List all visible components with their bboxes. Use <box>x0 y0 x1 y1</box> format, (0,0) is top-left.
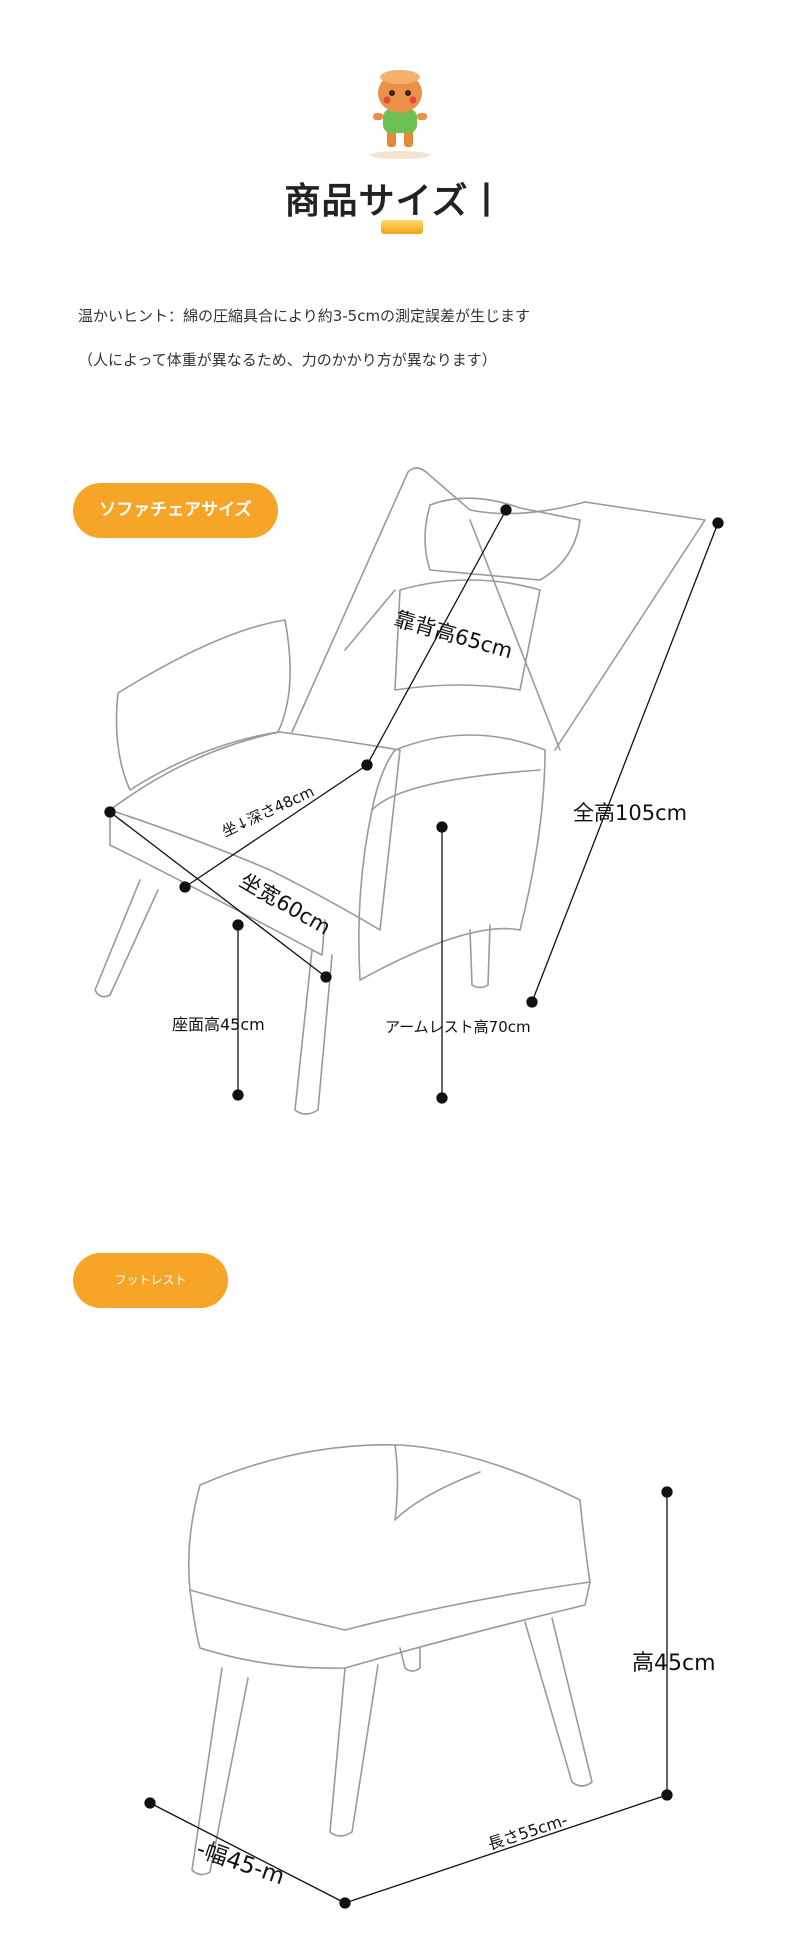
sofa-leg-front-left <box>94 879 159 998</box>
footrest-leg-back-left <box>399 1647 421 1672</box>
sofa-leg-back-right <box>469 924 491 989</box>
footrest-leg-front-right <box>329 1664 379 1837</box>
dim-backrest-label: 靠背高65cm <box>392 607 516 664</box>
sofa-chair-diagram: 靠背高65cm 全高105cm 坐↓深さ48cm 坐宽60cm 座面高45cm … <box>94 467 724 1115</box>
footrest-leg-front-left <box>191 1667 249 1876</box>
footrest-leg-back-right <box>524 1617 593 1787</box>
dim-seat-width-label: 坐宽60cm <box>236 869 335 940</box>
tab-sofa-chair-size[interactable]: ソファチェアサイズ <box>73 483 278 538</box>
footrest-length-label: 長さ55cm- <box>485 1810 569 1854</box>
sofa-backrest <box>291 467 706 751</box>
hint-line-2: （人によって体重が異なるため、力のかかり方が異なります） <box>78 351 497 369</box>
dim-armrest-label: アームレスト高70cm <box>385 1018 531 1036</box>
sofa-leg-front-right <box>294 949 333 1115</box>
sofa-right-armrest <box>358 734 546 981</box>
hint-line-1: 温かいヒント：綿の圧縮具合により約3-5cmの測定誤差が生じます <box>78 307 531 325</box>
footrest-width-label: -幅45-m <box>193 1836 288 1890</box>
footrest-cushion-top <box>187 1444 591 1631</box>
dim-seat-height-label: 座面高45cm <box>172 1015 265 1034</box>
title-underline <box>381 220 423 234</box>
tab-footrest[interactable]: フットレスト <box>73 1253 228 1308</box>
page-title: 商品サイズ丨 <box>284 181 506 222</box>
footrest-height-label: 高45cm <box>632 1651 716 1676</box>
footrest-diagram: 高45cm -幅45-m 長さ55cm- <box>144 1444 716 1909</box>
dim-total-height-label: 全高105cm <box>573 801 687 825</box>
sofa-left-armrest <box>115 619 291 791</box>
sofa-seat <box>109 731 401 931</box>
mascot-icon <box>370 70 430 159</box>
